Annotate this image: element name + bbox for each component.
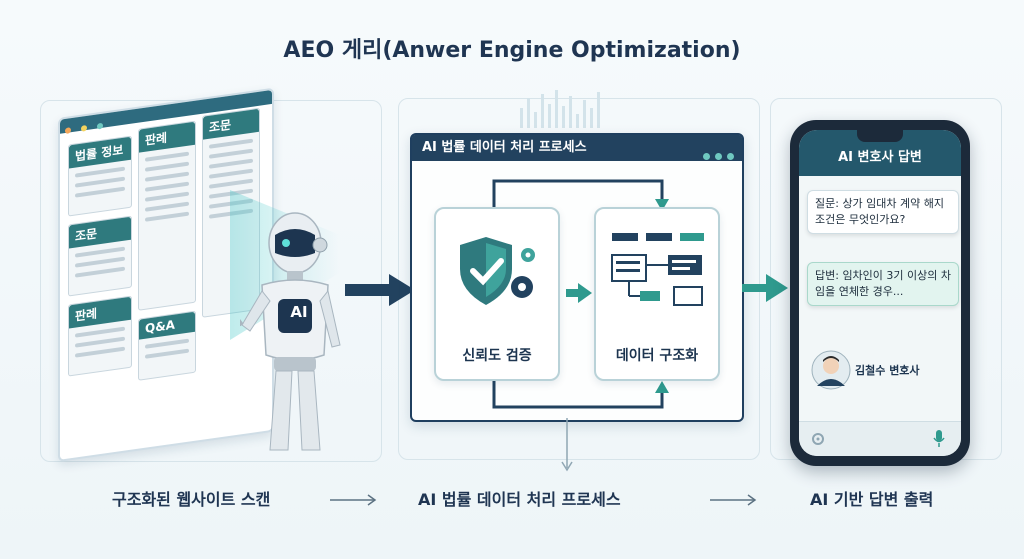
process-panel-titlebar: AI 법률 데이터 처리 프로세스 bbox=[412, 135, 742, 161]
arrow-to-phone-icon bbox=[742, 274, 788, 302]
robot-ai-badge: AI bbox=[290, 303, 308, 321]
caption-arrow-icon bbox=[330, 494, 377, 506]
process-flow-arrows bbox=[492, 179, 669, 409]
caption-step-1: 구조화된 웹사이트 스캔 bbox=[112, 490, 271, 509]
caption-step-3: AI 기반 답변 출력 bbox=[810, 490, 934, 509]
phone-mockup: AI 변호사 답변 질문: 상가 임대차 계약 해지 조건은 무엇인가요? 답변… bbox=[790, 120, 970, 466]
arrow-to-process-icon bbox=[345, 274, 415, 306]
process-panel: AI 법률 데이터 처리 프로세스 신뢰도 검증 bbox=[410, 133, 744, 422]
caption-arrow-icon bbox=[710, 494, 757, 506]
browser-dot-icon bbox=[81, 124, 88, 132]
settings-icon[interactable] bbox=[811, 432, 825, 446]
process-panel-title: AI 법률 데이터 처리 프로세스 bbox=[422, 140, 587, 155]
caption-step-2: AI 법률 데이터 처리 프로세스 bbox=[418, 490, 621, 509]
content-block-qa: Q&A bbox=[138, 310, 196, 381]
phone-screen: AI 변호사 답변 질문: 상가 임대차 계약 해지 조건은 무엇인가요? 답변… bbox=[799, 130, 961, 456]
window-dots bbox=[698, 144, 734, 170]
phone-input-bar[interactable] bbox=[799, 421, 961, 456]
card-trust-verification: 신뢰도 검증 bbox=[434, 207, 560, 381]
question-bubble: 질문: 상가 임대차 계약 해지 조건은 무엇인가요? bbox=[807, 190, 959, 234]
card-data-structuring: 데이터 구조화 bbox=[594, 207, 720, 381]
browser-dot-icon bbox=[65, 127, 71, 135]
microphone-icon[interactable] bbox=[933, 430, 945, 448]
content-block-article: 조문 bbox=[68, 215, 132, 297]
robot-illustration bbox=[240, 212, 341, 451]
content-block-legal-info: 법률 정보 bbox=[68, 135, 132, 217]
lawyer-profile: 김철수 변호사 bbox=[811, 350, 951, 390]
card-label-trust: 신뢰도 검증 bbox=[462, 348, 532, 364]
browser-dot-icon bbox=[97, 122, 104, 130]
center-frame bbox=[398, 98, 760, 460]
down-arrow-icon bbox=[561, 418, 573, 472]
card-label-structuring: 데이터 구조화 bbox=[615, 348, 699, 364]
shield-check-icon bbox=[460, 237, 535, 305]
page-title: AEO 게리(Anwer Engine Optimization) bbox=[283, 38, 741, 63]
flowchart-icon bbox=[611, 233, 704, 306]
background-bars bbox=[520, 90, 600, 128]
phone-notch bbox=[857, 130, 903, 142]
content-block-precedent: 판례 bbox=[68, 295, 132, 377]
answer-bubble: 답변: 임차인이 3기 이상의 차임을 연체한 경우... bbox=[807, 262, 959, 306]
content-block-precedent: 판례 bbox=[138, 120, 196, 311]
lawyer-name: 김철수 변호사 bbox=[855, 364, 920, 377]
avatar bbox=[811, 350, 851, 390]
